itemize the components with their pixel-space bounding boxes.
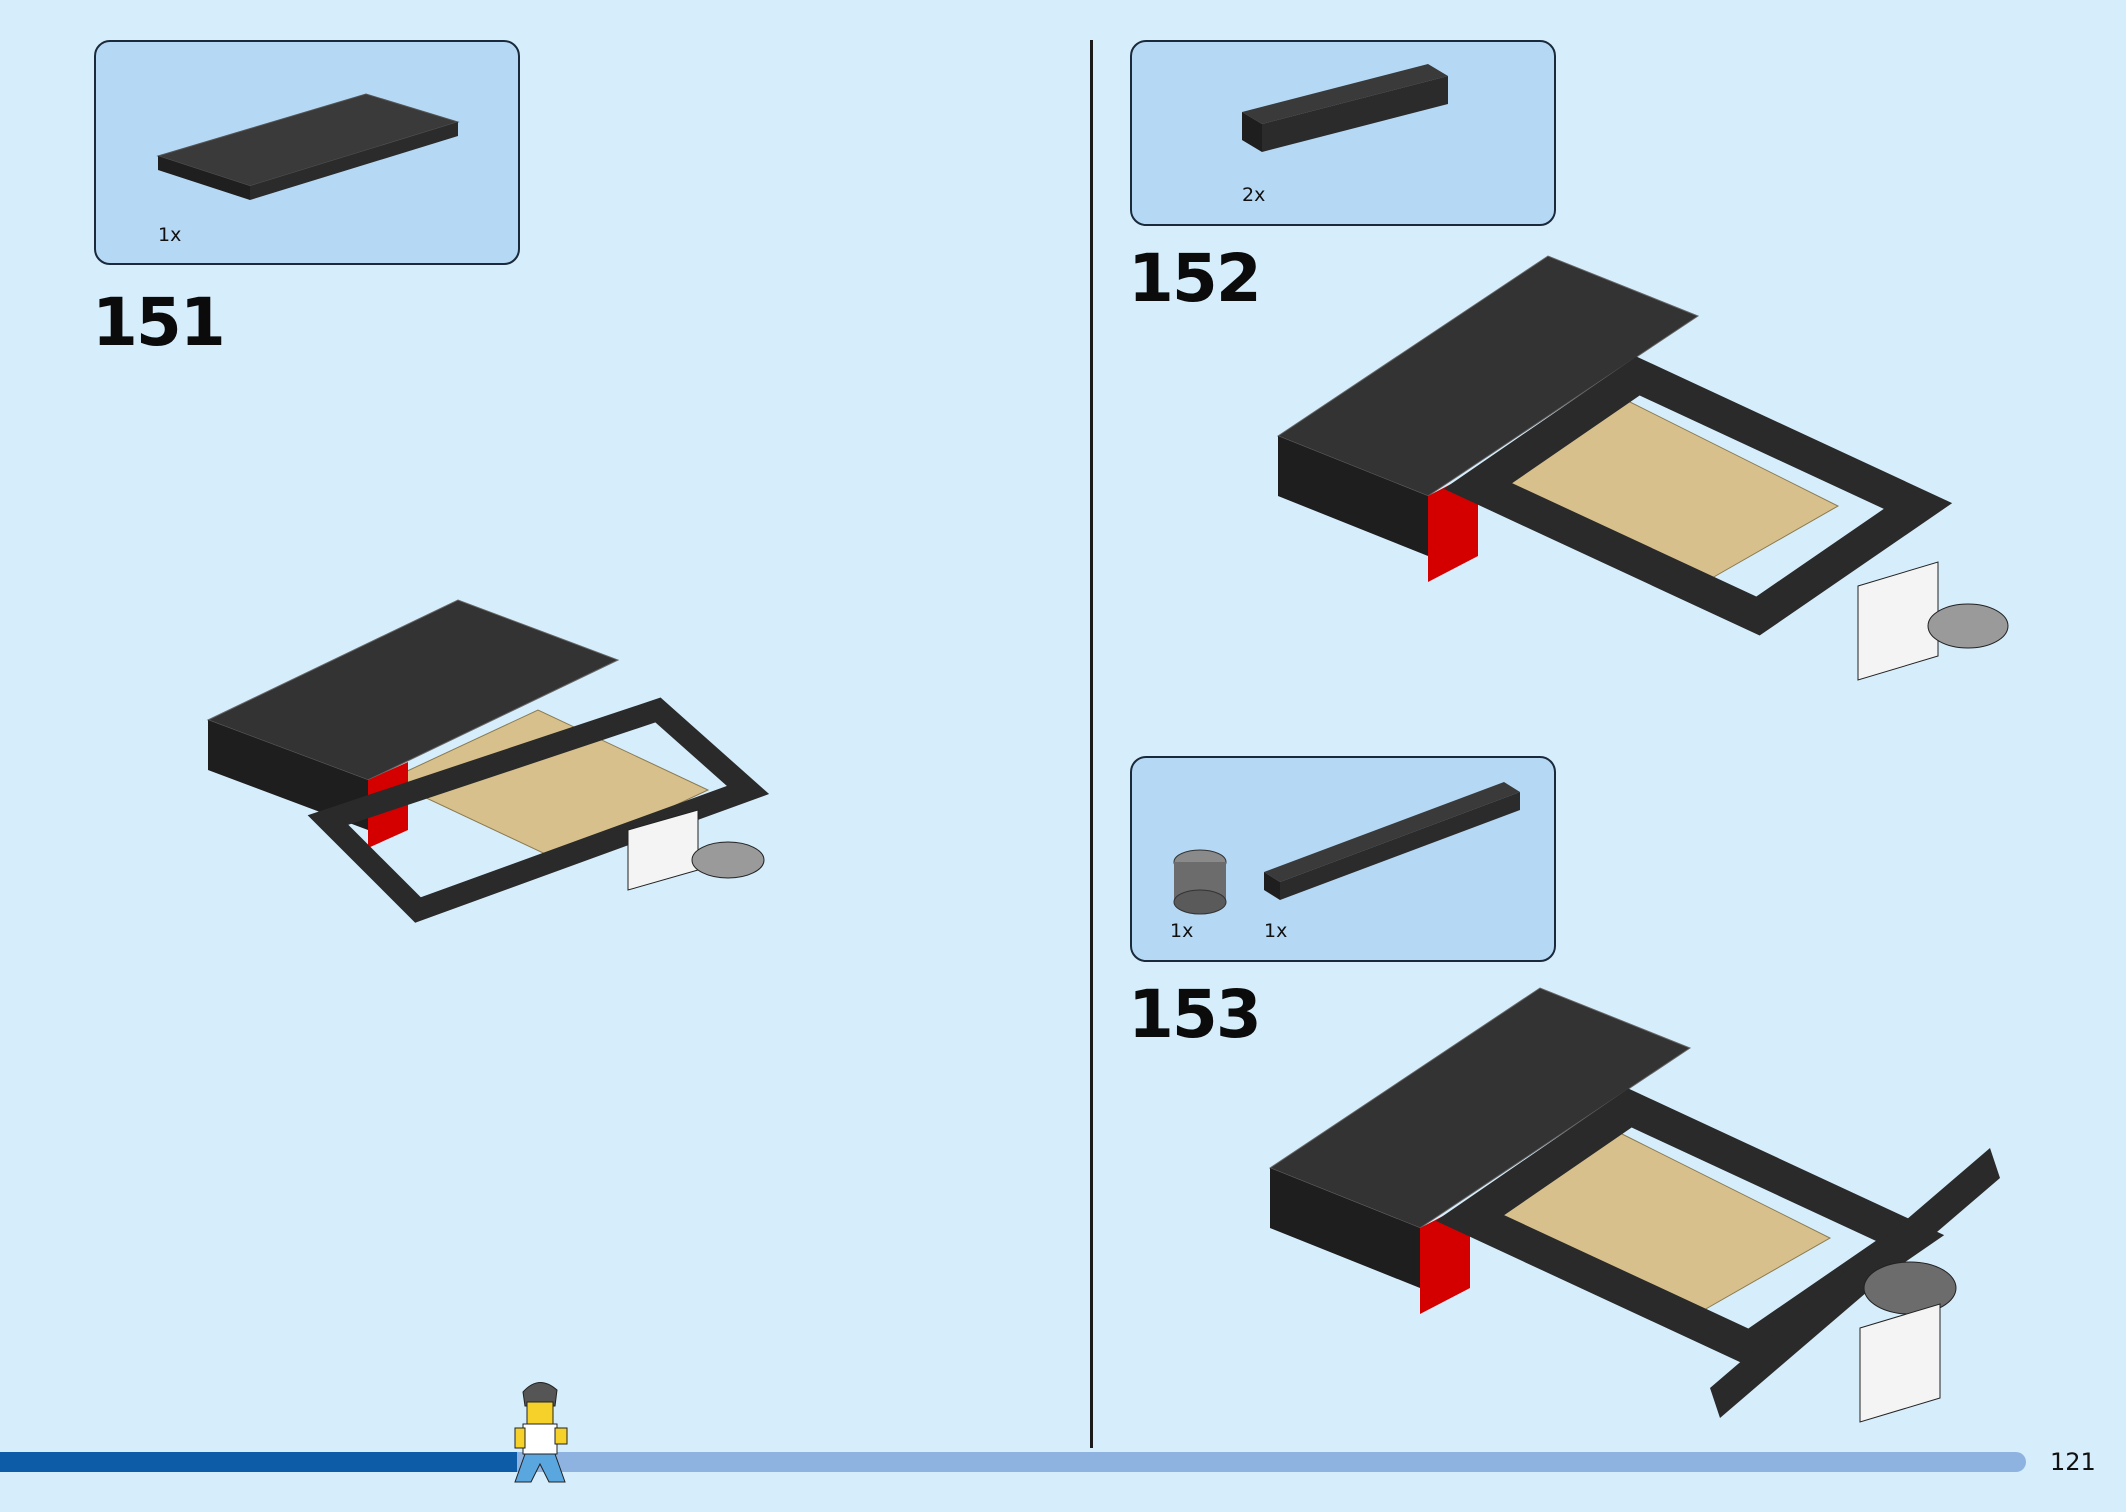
- parts-callout-151: 1x: [94, 40, 520, 265]
- part-qty: 2x: [1242, 184, 1266, 206]
- step-number-152: 152: [1128, 240, 1262, 317]
- step-number-153: 153: [1128, 976, 1262, 1053]
- plate-1x10-black-icon: [1264, 782, 1520, 900]
- step-number-151: 151: [92, 284, 226, 361]
- technic-brick-1x8-black-icon: [1242, 64, 1448, 152]
- progress-fill: [0, 1452, 517, 1472]
- part-qty: 1x: [1264, 920, 1288, 942]
- minifigure-icon: [514, 1382, 568, 1483]
- part-qty: 1x: [1170, 920, 1194, 942]
- plate-4x10-black-icon: [156, 93, 460, 200]
- page-divider: [1090, 40, 1093, 1448]
- round-brick-2x2-dark-grey-icon: [1173, 849, 1227, 915]
- step-151-model-icon: [206, 599, 770, 923]
- page-number: 121: [2050, 1448, 2096, 1476]
- step-153-model-icon: [1268, 987, 2000, 1423]
- part-qty: 1x: [158, 224, 182, 246]
- parts-callout-153: 1x 1x: [1130, 756, 1556, 962]
- parts-callout-152: 2x: [1130, 40, 1556, 226]
- step-152-model-icon: [1276, 255, 2009, 681]
